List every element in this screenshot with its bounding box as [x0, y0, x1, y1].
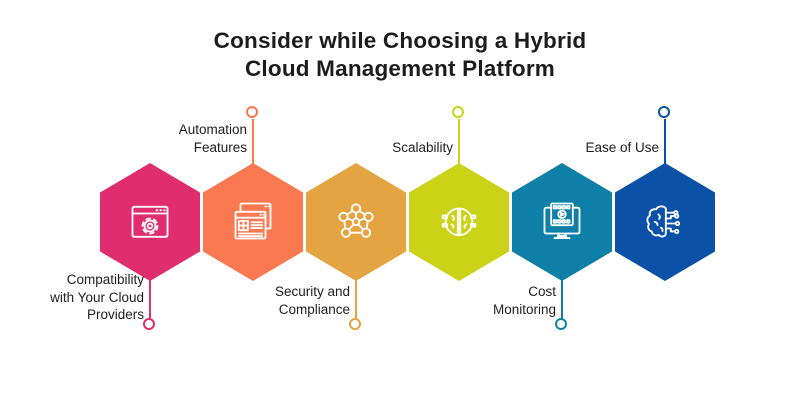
connector-line: [149, 279, 151, 320]
settings-window-icon: [125, 196, 175, 246]
connector-endpoint-dot: [143, 318, 155, 330]
infographic-title: Consider while Choosing a Hybrid Cloud M…: [213, 28, 587, 81]
item-label: Compatibility with Your Cloud Providers: [50, 272, 144, 322]
item-label: Cost Monitoring: [492, 284, 556, 317]
connector-endpoint-dot: [555, 318, 567, 330]
layered-windows-icon: [228, 196, 278, 246]
hexagon-item-security: Security and Compliance: [275, 0, 409, 400]
connector-line: [355, 279, 357, 320]
hexagon-item-ease-of-use: Ease of Use: [585, 0, 718, 400]
hexagon-item-automation: Automation Features: [179, 0, 306, 400]
connector-endpoint-dot: [658, 106, 670, 118]
connector-line: [561, 279, 563, 320]
connector-line: [664, 119, 666, 166]
network-nodes-icon: [331, 196, 381, 246]
item-label: Scalability: [392, 139, 453, 155]
ai-brain-icon: [640, 196, 690, 246]
item-label: Automation Features: [178, 122, 247, 155]
connector-endpoint-dot: [246, 106, 258, 118]
connector-line: [252, 119, 254, 166]
brain-chip-icon: [434, 196, 484, 246]
item-label: Ease of Use: [585, 139, 659, 155]
connector-line: [458, 119, 460, 166]
hexagon-item-cost: Cost Monitoring: [493, 0, 615, 400]
connector-endpoint-dot: [452, 106, 464, 118]
connector-endpoint-dot: [349, 318, 361, 330]
hexagon-item-compatibility: Compatibility with Your Cloud Providers: [50, 0, 203, 400]
monitor-dashboard-icon: [537, 196, 587, 246]
hexagon-item-scalability: Scalability: [392, 0, 512, 400]
item-label: Security and Compliance: [274, 284, 350, 317]
